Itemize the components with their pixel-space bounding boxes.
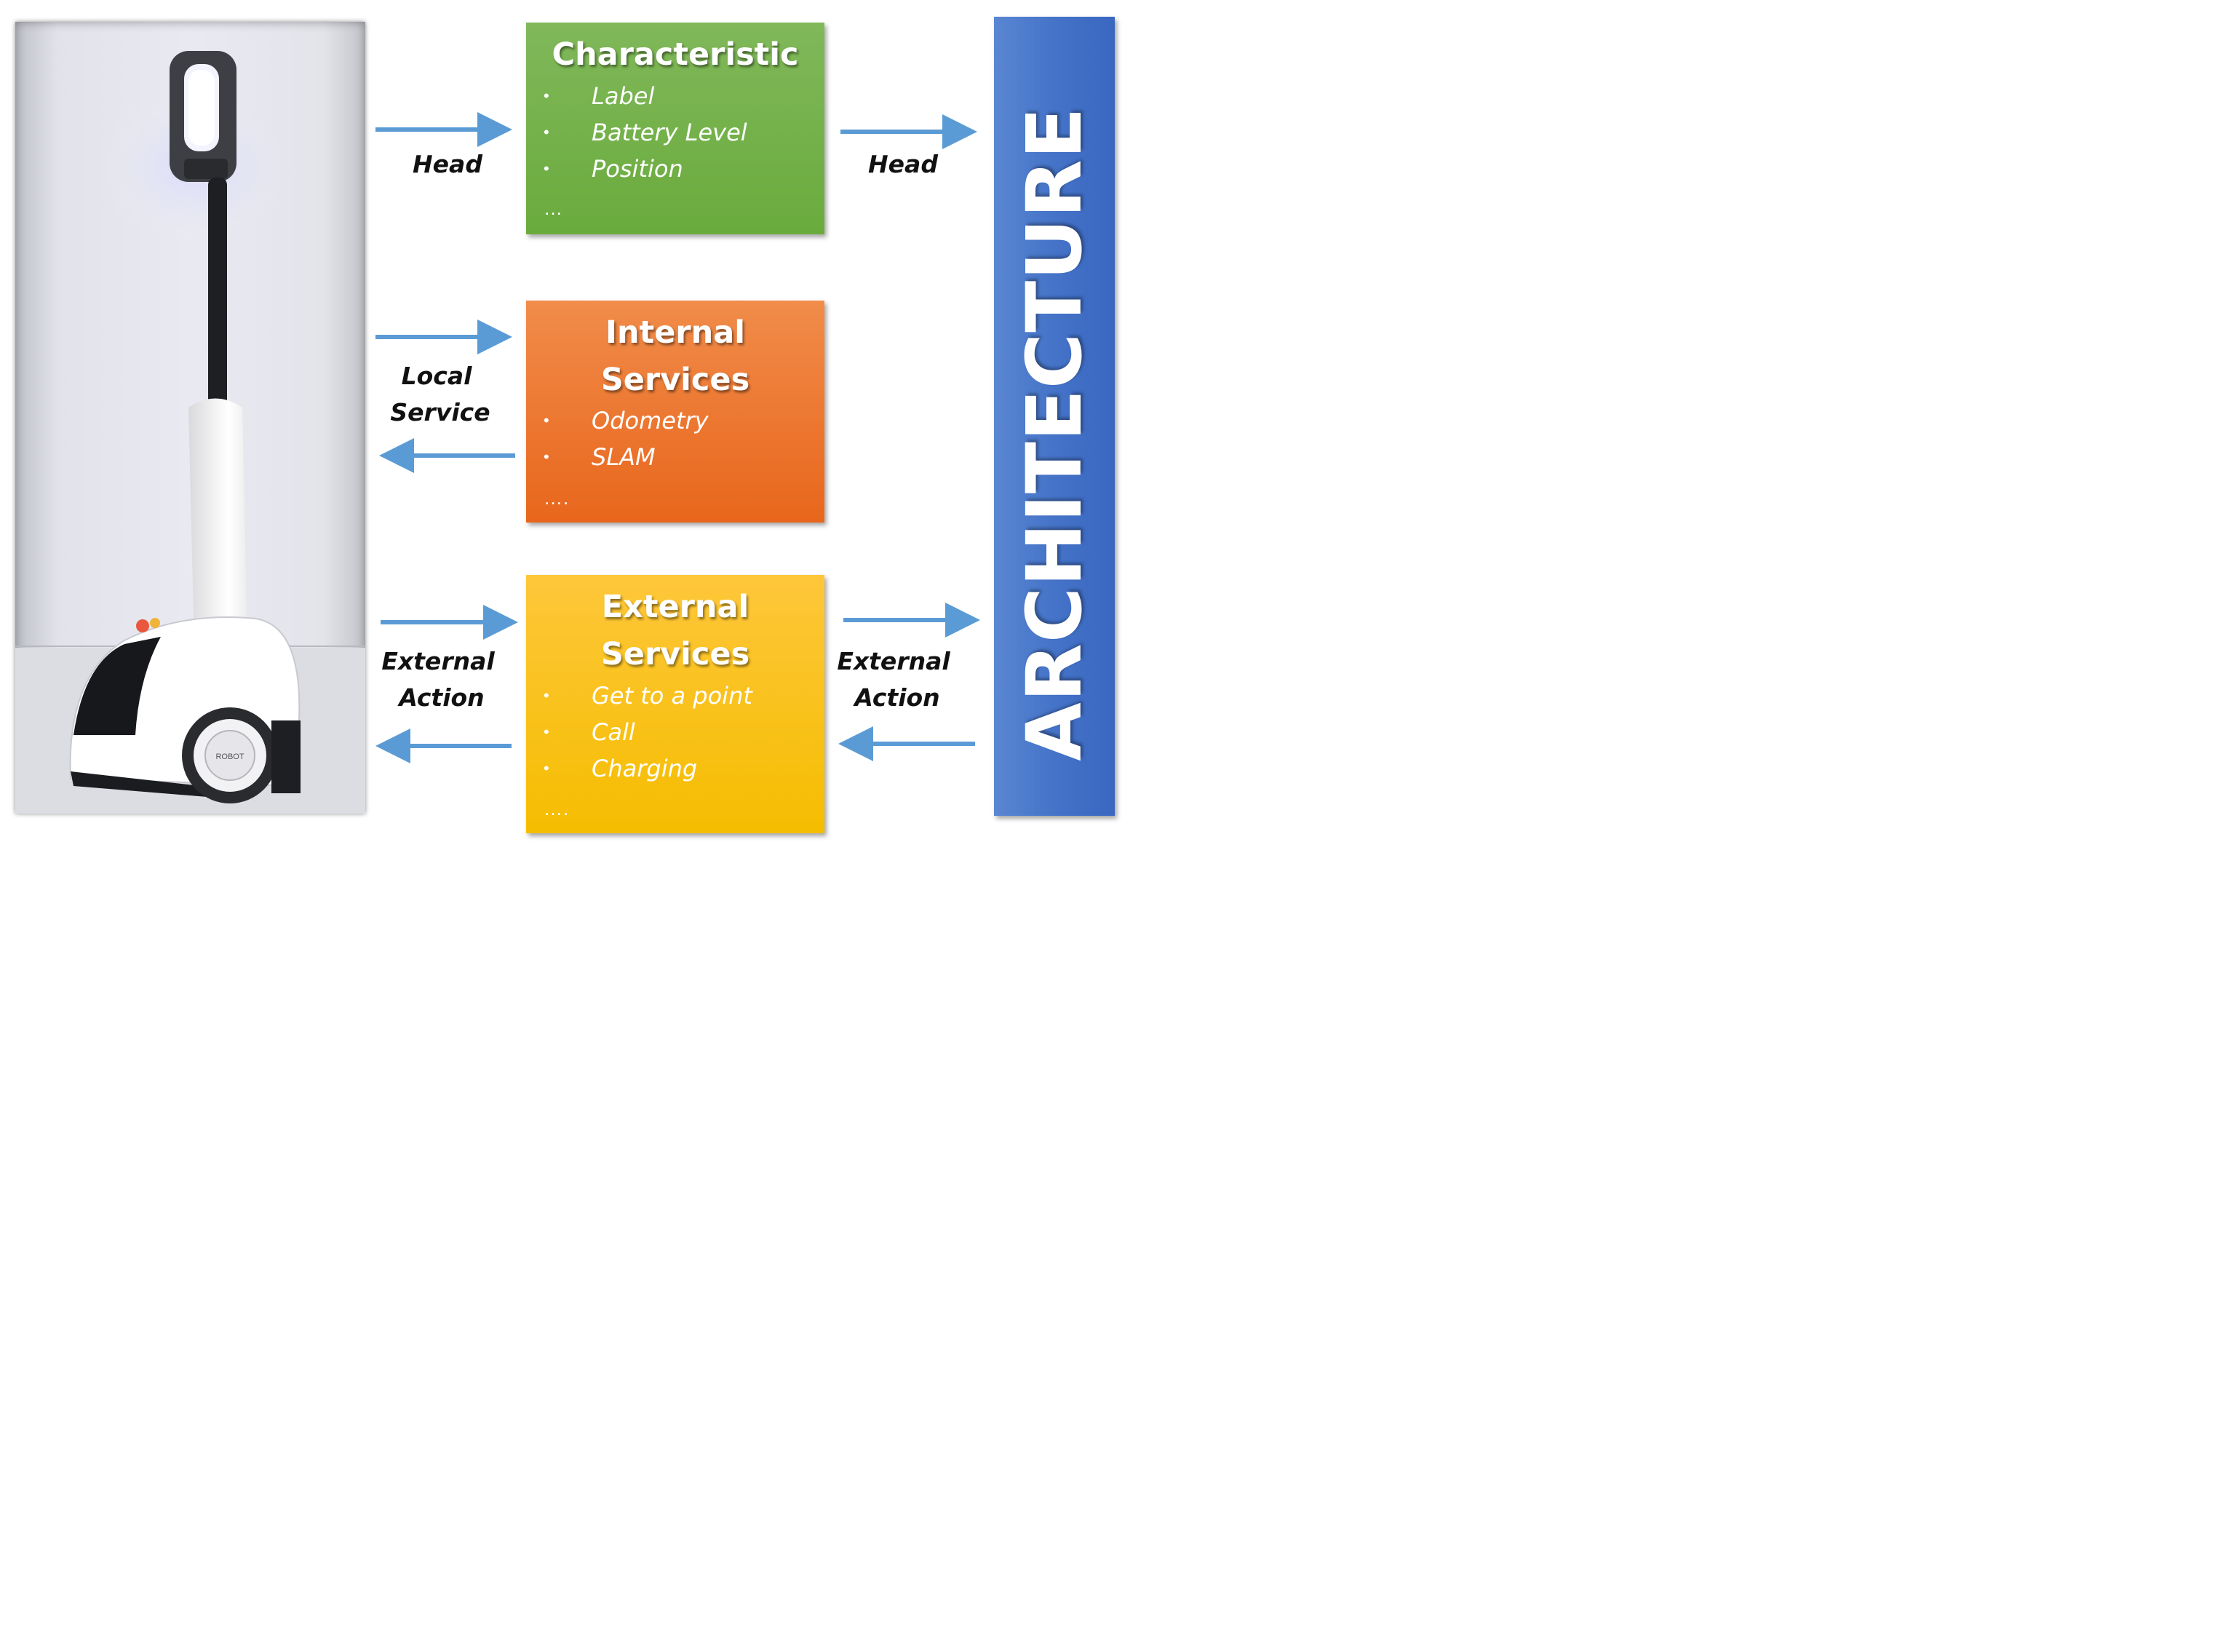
characteristic-item: Battery Level	[592, 119, 747, 146]
characteristic-item: Position	[592, 155, 683, 183]
external-item: Get to a point	[592, 682, 752, 710]
external-title-line1: External	[601, 589, 749, 625]
list-item: • Odometry	[526, 402, 824, 439]
internal-item: SLAM	[592, 443, 656, 471]
label-external-action-left-line1: External	[381, 647, 495, 675]
characteristic-more: …	[544, 197, 563, 219]
internal-item: Odometry	[592, 407, 709, 434]
list-item: • SLAM	[526, 439, 824, 475]
label-external-action-left-line2: Action	[399, 683, 485, 712]
list-item: • Label	[526, 78, 824, 114]
external-more: ….	[544, 798, 570, 819]
internal-more: ….	[544, 487, 570, 509]
bullet-icon: •	[544, 159, 549, 178]
label-external-action-right-line2: Action	[854, 683, 940, 712]
bullet-icon: •	[544, 686, 549, 704]
external-title-line2: Services	[600, 636, 750, 672]
list-item: • Charging	[526, 750, 824, 787]
external-item: Charging	[592, 755, 698, 782]
internal-services-box: Internal Services • Odometry • SLAM ….	[526, 301, 824, 523]
label-local-service-line1: Local	[401, 362, 472, 390]
bullet-icon: •	[544, 87, 549, 105]
internal-title-line1: Internal	[605, 314, 745, 351]
bullet-icon: •	[544, 448, 549, 466]
bullet-icon: •	[544, 123, 549, 141]
list-item: • Get to a point	[526, 678, 824, 714]
robot-illustration: ROBOT	[15, 51, 365, 814]
characteristic-item: Label	[592, 82, 655, 110]
label-local-service-line2: Service	[390, 398, 490, 426]
bullet-icon: •	[544, 723, 549, 741]
bullet-icon: •	[544, 759, 549, 777]
list-item: • Battery Level	[526, 114, 824, 151]
label-head-left: Head	[413, 150, 482, 178]
characteristic-title: Characteristic	[552, 36, 799, 73]
external-item: Call	[592, 718, 635, 746]
external-services-box: External Services • Get to a point • Cal…	[526, 575, 824, 833]
list-item: • Position	[526, 151, 824, 187]
internal-title-line2: Services	[600, 362, 750, 398]
architecture-box: ARCHITECTURE	[994, 17, 1115, 816]
characteristic-box: Characteristic • Label • Battery Level •…	[526, 23, 824, 234]
architecture-label: ARCHITECTURE	[1010, 106, 1099, 761]
bullet-icon: •	[544, 411, 549, 429]
label-head-right: Head	[868, 150, 938, 178]
label-external-action-right-line1: External	[837, 647, 950, 675]
list-item: • Call	[526, 714, 824, 750]
svg-text:ROBOT: ROBOT	[215, 752, 244, 761]
robot-photo: ROBOT	[15, 22, 365, 814]
arrow-layer	[375, 112, 980, 763]
